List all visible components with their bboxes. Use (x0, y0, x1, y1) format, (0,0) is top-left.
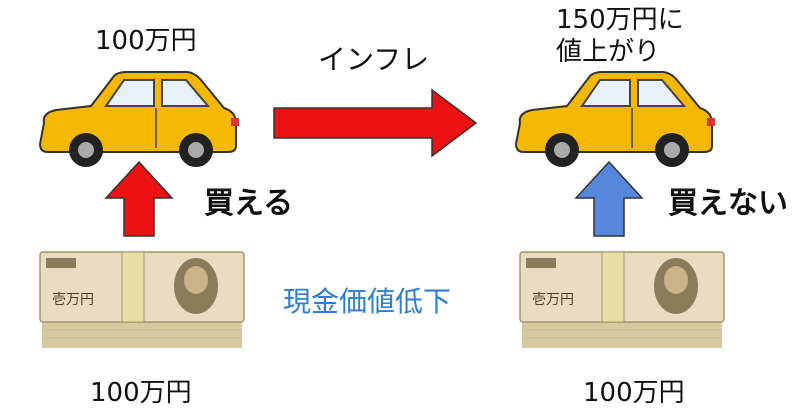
banknote-stack-icon-left: 壱万円 (39, 251, 245, 348)
price-increase-line1: 150万円に (556, 5, 684, 35)
cash-amount-label-right: 100万円 (583, 378, 685, 408)
up-arrow-red-icon (104, 160, 174, 237)
banknote-text-left: 壱万円 (52, 291, 94, 308)
cash-amount-label-left: 100万円 (90, 378, 192, 408)
price-increase-line2: 値上がり (556, 37, 661, 67)
car-icon-left (38, 71, 239, 167)
banknote-text-right: 壱万円 (532, 291, 574, 308)
can-buy-label: 買える (204, 186, 294, 221)
price-label-top-right: 150万円に 値上がり (556, 4, 684, 68)
price-label-top-left: 100万円 (95, 26, 197, 56)
inflation-label: インフレ (318, 43, 430, 76)
car-icon-right (514, 71, 715, 167)
up-arrow-blue-icon (574, 160, 644, 237)
inflation-arrow-icon (273, 88, 478, 158)
cash-value-drop-label: 現金価値低下 (283, 285, 452, 318)
cannot-buy-label: 買えない (668, 186, 788, 221)
banknote-stack-icon-right: 壱万円 (519, 251, 725, 348)
